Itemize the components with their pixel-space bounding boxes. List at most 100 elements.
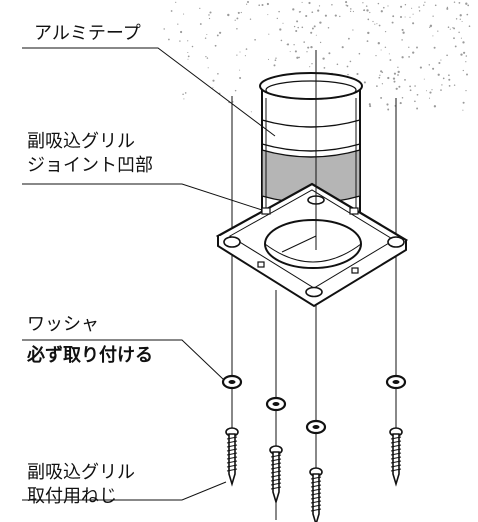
speckle <box>393 72 396 75</box>
speckle <box>187 51 189 54</box>
speckle <box>418 10 421 12</box>
speckle <box>437 30 439 32</box>
speckle <box>298 56 300 59</box>
speckle <box>309 66 311 68</box>
speckle <box>339 15 341 18</box>
speckle <box>306 51 308 53</box>
speckle <box>324 14 327 17</box>
speckle <box>206 34 208 35</box>
speckle <box>236 17 239 20</box>
speckle <box>227 13 230 17</box>
speckle <box>466 13 469 16</box>
speckle <box>267 14 269 16</box>
speckle <box>408 56 410 58</box>
speckle <box>401 28 404 31</box>
screw-icon <box>309 467 323 522</box>
speckle <box>428 64 431 66</box>
speckle <box>187 58 189 60</box>
speckle <box>399 102 402 105</box>
speckle <box>438 61 441 65</box>
speckle <box>273 64 276 67</box>
speckle <box>400 5 403 8</box>
speckle <box>345 4 347 6</box>
speckle <box>423 78 425 80</box>
speckle <box>179 40 181 42</box>
speckle <box>369 105 372 108</box>
speckle <box>429 91 432 94</box>
speckle <box>276 17 278 20</box>
speckle <box>278 10 280 13</box>
label-screw-line1: 副吸込グリル <box>27 462 135 483</box>
screws <box>225 427 403 522</box>
speckle <box>409 16 411 18</box>
speckle <box>401 56 404 59</box>
label-joint-recess-line2: ジョイント凹部 <box>27 155 153 176</box>
speckle <box>317 9 320 12</box>
grille-flange <box>215 182 409 308</box>
speckle <box>307 46 310 49</box>
speckle <box>366 40 369 42</box>
speckle <box>380 70 383 73</box>
speckle <box>294 50 297 53</box>
speckle <box>397 74 399 76</box>
speckle <box>308 1 311 5</box>
speckle <box>331 3 333 6</box>
speckle <box>297 26 299 29</box>
speckle <box>212 79 215 82</box>
speckle <box>437 73 440 76</box>
speckle <box>412 51 415 54</box>
leader-lines <box>22 47 276 501</box>
speckle <box>453 37 455 40</box>
speckle <box>187 55 190 58</box>
washer-icon <box>221 374 243 390</box>
speckle <box>379 74 381 76</box>
speckle <box>279 28 282 31</box>
speckle <box>404 78 406 81</box>
speckle <box>391 21 394 24</box>
speckle <box>341 46 344 49</box>
speckle <box>411 7 413 9</box>
speckle <box>305 14 308 18</box>
label-washer-note: 必ず取り付ける <box>27 345 153 366</box>
speckle <box>398 85 401 88</box>
speckle <box>367 18 370 21</box>
speckle <box>433 46 436 49</box>
speckle <box>319 41 322 44</box>
speckle <box>378 76 381 79</box>
speckle <box>424 1 426 3</box>
speckle <box>463 51 466 54</box>
speckle <box>387 108 390 111</box>
speckle <box>292 8 295 11</box>
label-washer: ワッシャ <box>27 314 99 335</box>
speckle <box>448 74 450 77</box>
speckle <box>187 40 189 42</box>
speckle <box>441 84 443 86</box>
speckle <box>468 25 471 28</box>
speckle <box>170 10 173 12</box>
speckle <box>442 77 445 80</box>
speckle <box>404 16 406 18</box>
speckle <box>303 41 305 43</box>
speckle <box>369 11 371 14</box>
speckle <box>184 92 187 94</box>
speckle <box>466 73 468 76</box>
speckle <box>328 52 331 55</box>
speckle <box>212 87 214 89</box>
speckle <box>239 69 241 71</box>
speckle <box>199 7 201 10</box>
speckle <box>392 15 395 18</box>
speckle <box>387 76 390 80</box>
label-aluminum-tape: アルミテープ <box>34 23 141 44</box>
speckle <box>177 23 179 25</box>
speckle <box>175 1 177 3</box>
speckle <box>352 29 354 31</box>
speckle <box>244 55 246 57</box>
speckle <box>453 1 456 3</box>
speckle <box>372 20 374 23</box>
speckle <box>350 8 352 10</box>
speckle <box>393 80 396 83</box>
speckle <box>430 25 432 28</box>
speckle <box>232 101 234 103</box>
speckle <box>467 4 470 7</box>
